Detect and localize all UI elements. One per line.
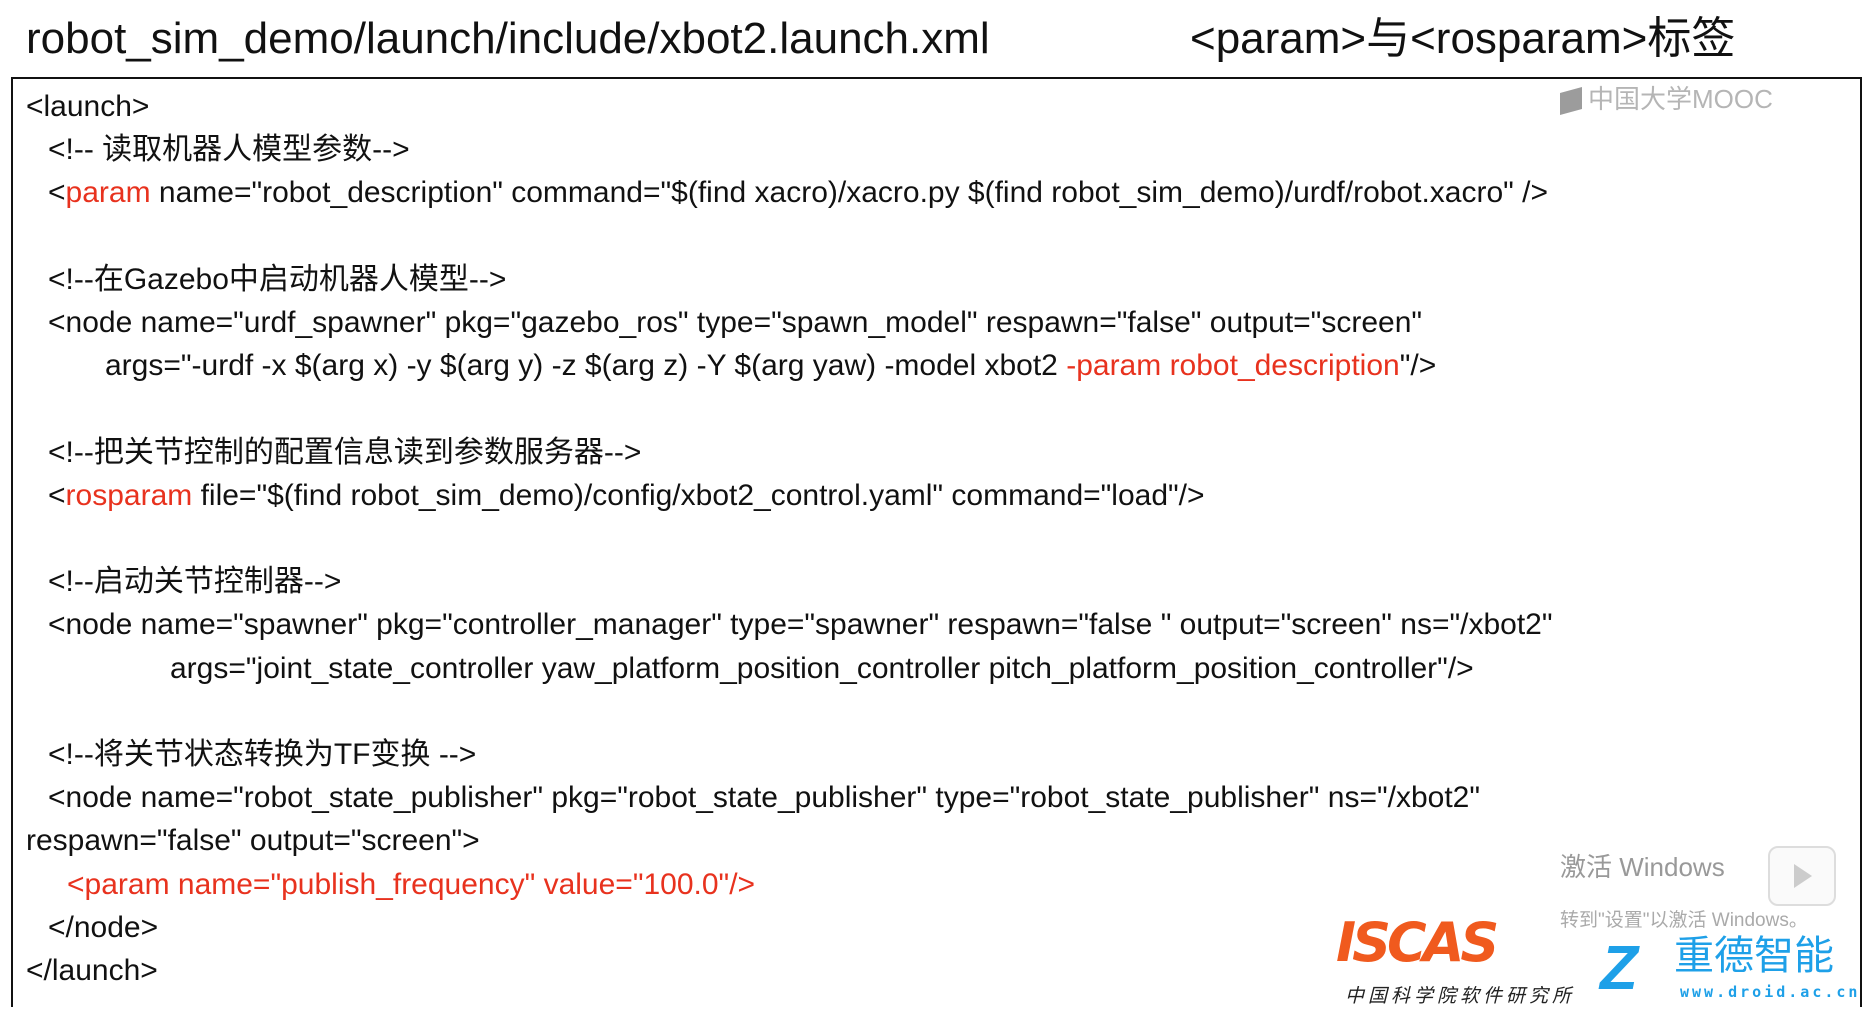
code-line: <!-- 读取机器人模型参数-->: [48, 132, 410, 168]
code-text: "/>: [1399, 349, 1437, 383]
code-text: <node name="urdf_spawner" pkg="gazebo_ro…: [48, 306, 1423, 339]
code-text: <!--启动关节控制器-->: [48, 565, 342, 599]
code-text: </launch>: [26, 954, 158, 987]
droid-z-logo-icon: Z: [1600, 934, 1638, 1003]
windows-activate-hint: 转到"设置"以激活 Windows。: [1560, 910, 1808, 931]
mooc-watermark-text: 中国大学MOOC: [1588, 84, 1773, 114]
logo-background: [1328, 905, 1552, 1014]
code-text: <!--把关节控制的配置信息读到参数服务器-->: [48, 435, 642, 469]
iscas-logo: ISCAS: [1336, 911, 1499, 974]
code-line: args="joint_state_controller yaw_platfor…: [170, 651, 1474, 687]
code-highlight: -param robot_description: [1066, 349, 1400, 383]
iscas-chinese-name: 中国科学院软件研究所: [1345, 985, 1576, 1007]
code-line: </launch>: [26, 953, 158, 989]
code-text: <!--在Gazebo中启动机器人模型-->: [48, 262, 507, 296]
code-line: args="-urdf -x $(arg x) -y $(arg y) -z $…: [105, 348, 1436, 384]
code-line: <node name="urdf_spawner" pkg="gazebo_ro…: [48, 305, 1422, 341]
mooc-logo-icon: [1560, 87, 1582, 116]
code-text: file="$(find robot_sim_demo)/config/xbot…: [192, 478, 1205, 512]
code-line: </node>: [48, 910, 158, 946]
code-box: [11, 77, 1862, 1007]
code-highlight: param: [65, 176, 151, 210]
code-text: <node name="spawner" pkg="controller_man…: [48, 608, 1553, 642]
code-line: <!--将关节状态转换为TF变换 -->: [48, 737, 476, 773]
code-text: <node name="robot_state_publisher" pkg="…: [48, 781, 1480, 815]
code-line: <!--启动关节控制器-->: [48, 564, 341, 600]
code-highlight: rosparam: [65, 478, 193, 512]
code-line: <param name="publish_frequency" value="1…: [67, 867, 755, 903]
droid-name: 重德智能: [1674, 934, 1834, 978]
iscas-logo-text: ISCAS: [1336, 911, 1499, 974]
code-line: <rosparam file="$(find robot_sim_demo)/c…: [48, 478, 1205, 514]
code-text: <: [48, 176, 66, 210]
topic-title: <param>与<rosparam>标签: [1190, 14, 1736, 63]
code-line: <param name="robot_description" command=…: [48, 175, 1548, 211]
code-text: respawn="false" output="screen">: [26, 824, 480, 858]
code-line: <launch>: [26, 89, 149, 125]
code-text: <: [48, 478, 66, 512]
file-path-title: robot_sim_demo/launch/include/xbot2.laun…: [26, 14, 990, 63]
code-text: <!--将关节状态转换为TF变换 -->: [48, 738, 477, 771]
droid-url: www.droid.ac.cn: [1680, 983, 1861, 1001]
code-line: <!--把关节控制的配置信息读到参数服务器-->: [48, 435, 641, 471]
code-text: <launch>: [26, 90, 150, 123]
code-text: name="robot_description" command="$(find…: [150, 176, 1549, 210]
code-line: <!--在Gazebo中启动机器人模型-->: [48, 262, 506, 298]
code-text: args="-urdf -x $(arg x) -y $(arg y) -z $…: [105, 349, 1067, 383]
code-text: <!-- 读取机器人模型参数-->: [48, 133, 410, 167]
code-line: <node name="spawner" pkg="controller_man…: [48, 607, 1553, 643]
windows-activate-text: 激活 Windows: [1560, 852, 1725, 882]
code-text: args="joint_state_controller yaw_platfor…: [170, 651, 1474, 685]
mooc-watermark: 中国大学MOOC: [1560, 84, 1773, 116]
code-highlight: <param name="publish_frequency" value="1…: [67, 867, 756, 901]
video-play-icon[interactable]: [1768, 846, 1836, 906]
code-line: <node name="robot_state_publisher" pkg="…: [48, 780, 1480, 816]
code-line: respawn="false" output="screen">: [26, 823, 480, 859]
code-text: </node>: [48, 910, 159, 944]
